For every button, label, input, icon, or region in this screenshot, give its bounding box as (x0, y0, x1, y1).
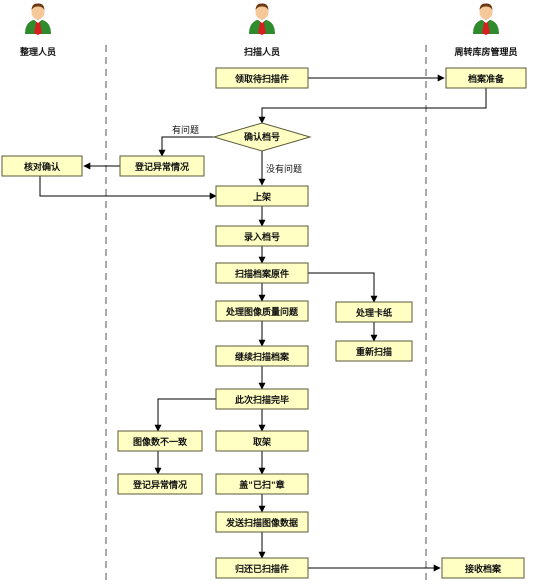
node-send-image-data: 发送扫描图像数据 (215, 511, 309, 533)
node-continue-scanning: 继续扫描档案 (215, 345, 309, 367)
svg-text:图像数不一致: 图像数不一致 (133, 436, 188, 448)
svg-text:登记异常情况: 登记异常情况 (132, 479, 187, 491)
svg-text:处理图像质量问题: 处理图像质量问题 (225, 306, 299, 318)
lane-header-archive-manager: 周转库房管理员 (454, 3, 518, 58)
node-register-anomaly: 登记异常情况 (117, 473, 203, 495)
svg-text:重新扫描: 重新扫描 (356, 346, 392, 358)
svg-text:上架: 上架 (253, 191, 271, 203)
lane-title: 扫描人员 (244, 46, 280, 58)
svg-text:登记异常情况: 登记异常情况 (134, 161, 189, 173)
svg-text:领取待扫描件: 领取待扫描件 (235, 73, 289, 85)
node-enter-number: 录入档号 (215, 225, 309, 247)
svg-text:归还已扫描件: 归还已扫描件 (235, 563, 289, 575)
node-upload: 上架 (215, 185, 309, 207)
svg-text:录入档号: 录入档号 (244, 231, 280, 243)
node-verify-confirm: 核对确认 (1, 155, 83, 177)
edge (158, 136, 214, 157)
edge-label-no-problem: 没有问题 (266, 163, 302, 175)
svg-text:发送扫描图像数据: 发送扫描图像数据 (225, 517, 298, 529)
lane-header-scanner: 扫描人员 (244, 3, 280, 58)
node-stamp-scanned: 盖"已扫"章 (215, 473, 309, 495)
edge (308, 272, 378, 303)
edge (258, 88, 487, 124)
node-image-count-mismatch: 图像数不一致 (117, 430, 203, 452)
node-scan-complete: 此次扫描完毕 (215, 388, 309, 410)
lane-title: 周转库房管理员 (454, 46, 517, 58)
node-receive-archives: 接收档案 (441, 557, 525, 579)
svg-text:扫描档案原件: 扫描档案原件 (235, 268, 289, 280)
edge (39, 176, 217, 200)
edges (39, 74, 487, 572)
node-confirm-number-decision: 确认档号 (212, 122, 312, 152)
person-icon (25, 3, 51, 35)
svg-text:继续扫描档案: 继续扫描档案 (235, 351, 290, 363)
node-scan-originals: 扫描档案原件 (215, 262, 309, 284)
person-icon (249, 3, 275, 35)
node-register-anomaly: 登记异常情况 (119, 155, 205, 177)
svg-text:盖"已扫"章: 盖"已扫"章 (239, 479, 284, 491)
svg-text:核对确认: 核对确认 (24, 161, 61, 173)
person-icon (473, 3, 499, 35)
lane-header-sorter: 整理人员 (19, 3, 56, 58)
svg-text:取架: 取架 (253, 436, 271, 448)
svg-text:确认档号: 确认档号 (244, 131, 280, 143)
svg-text:此次扫描完毕: 此次扫描完毕 (235, 394, 289, 406)
edge (154, 398, 216, 432)
node-return-scanned: 归还已扫描件 (215, 557, 309, 579)
edge-label-has-problem: 有问题 (172, 124, 199, 136)
svg-text:接收档案: 接收档案 (465, 563, 502, 575)
svg-text:处理卡纸: 处理卡纸 (355, 307, 392, 319)
node-handle-image-quality: 处理图像质量问题 (215, 300, 309, 322)
lane-title: 整理人员 (19, 46, 56, 58)
node-handle-jam: 处理卡纸 (335, 301, 413, 323)
node-receive-files: 领取待扫描件 (215, 67, 309, 89)
node-archive-prep: 档案准备 (445, 67, 527, 89)
node-rescan: 重新扫描 (335, 340, 413, 362)
svg-text:档案准备: 档案准备 (468, 73, 505, 85)
node-take-down: 取架 (215, 430, 309, 452)
